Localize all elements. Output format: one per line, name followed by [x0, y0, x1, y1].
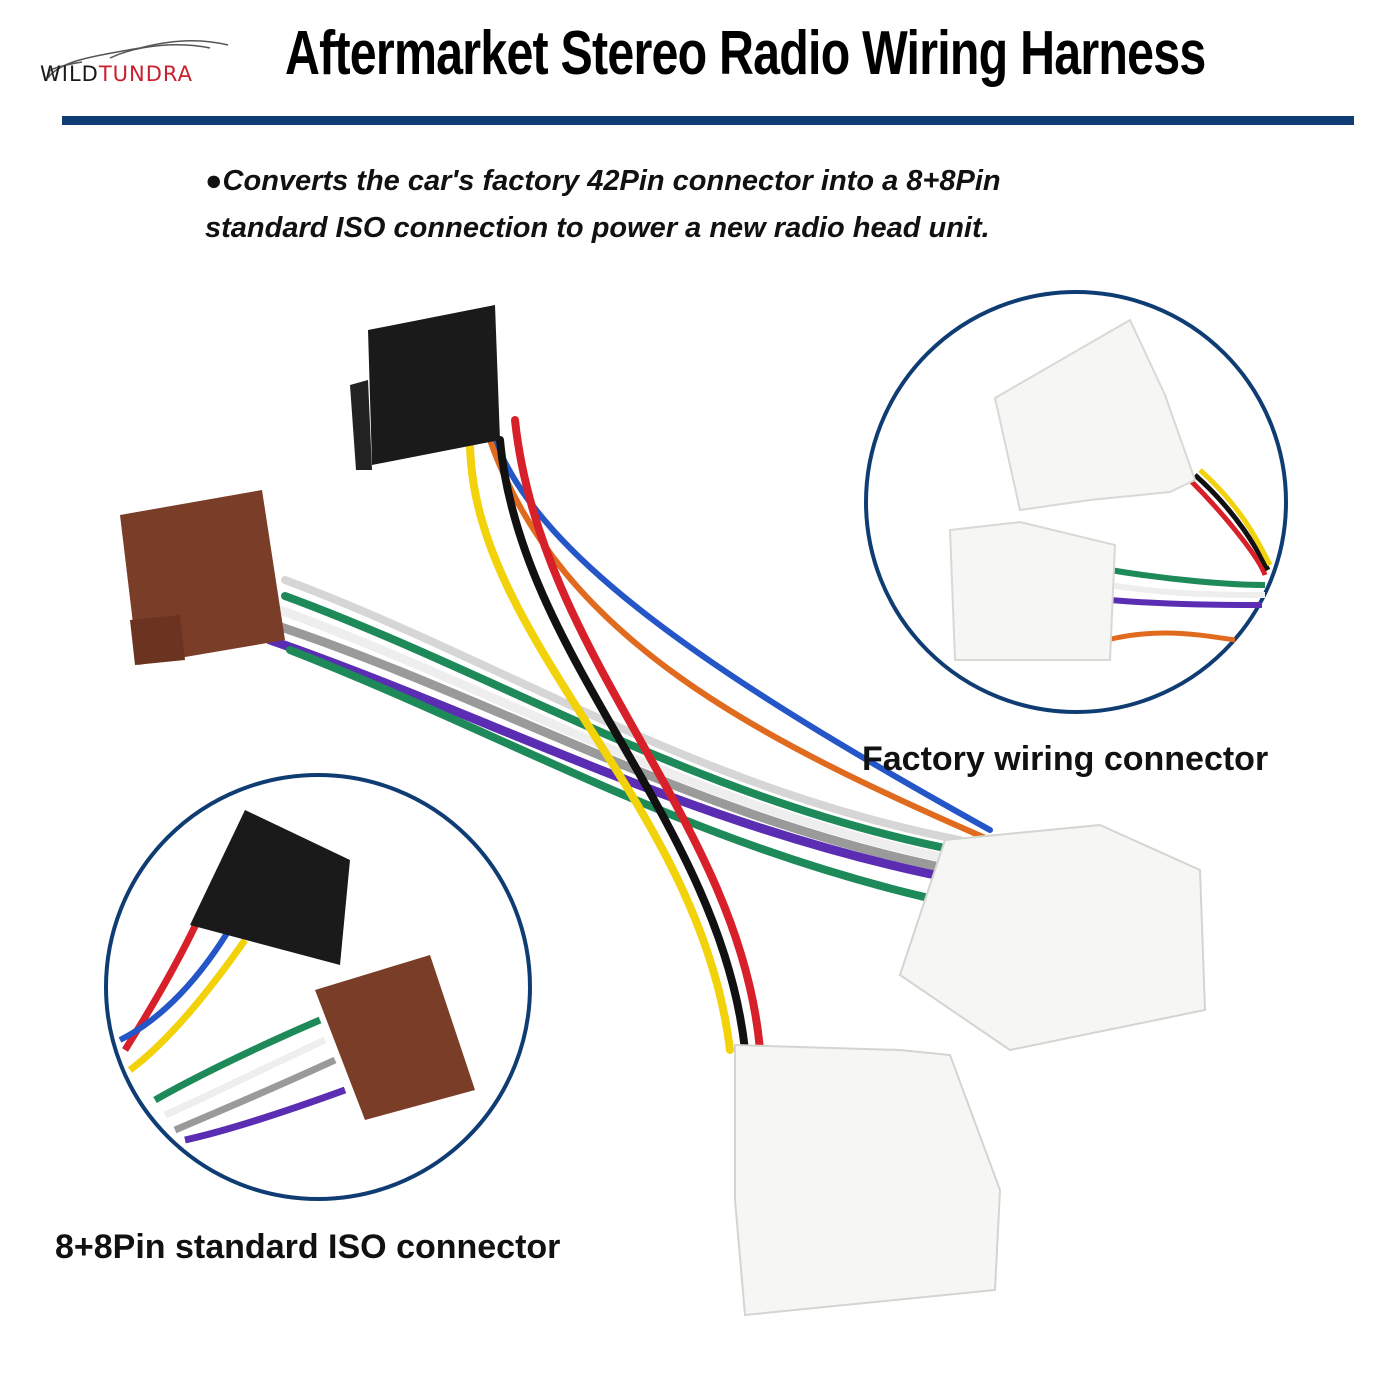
logo-word-wild: WILD: [40, 62, 99, 86]
factory-zoom-content: [948, 318, 1273, 661]
iso-connector-zoom-circle: [104, 773, 532, 1201]
factory-connector-caption: Factory wiring connector: [862, 740, 1269, 778]
iso-power-connector: [350, 305, 500, 470]
iso-zoom-content: [118, 810, 475, 1144]
brand-logo: WILDTUNDRA: [40, 62, 193, 86]
page-title: Aftermarket Stereo Radio Wiring Harness: [285, 19, 1206, 88]
description-text: Converts the car's factory 42Pin connect…: [205, 165, 1001, 244]
logo-car-outline-icon: [47, 39, 229, 79]
iso-speaker-connector: [120, 490, 285, 665]
product-description: ●Converts the car's factory 42Pin connec…: [205, 158, 1025, 252]
logo-word-tundra: TUNDRA: [98, 62, 194, 86]
bullet-icon: ●: [205, 165, 223, 197]
factory-connectors-main: [734, 823, 1207, 1317]
main-wire-bundle: [265, 416, 993, 1054]
title-divider: [62, 116, 1354, 125]
iso-connector-caption: 8+8Pin standard ISO connector: [55, 1228, 561, 1266]
